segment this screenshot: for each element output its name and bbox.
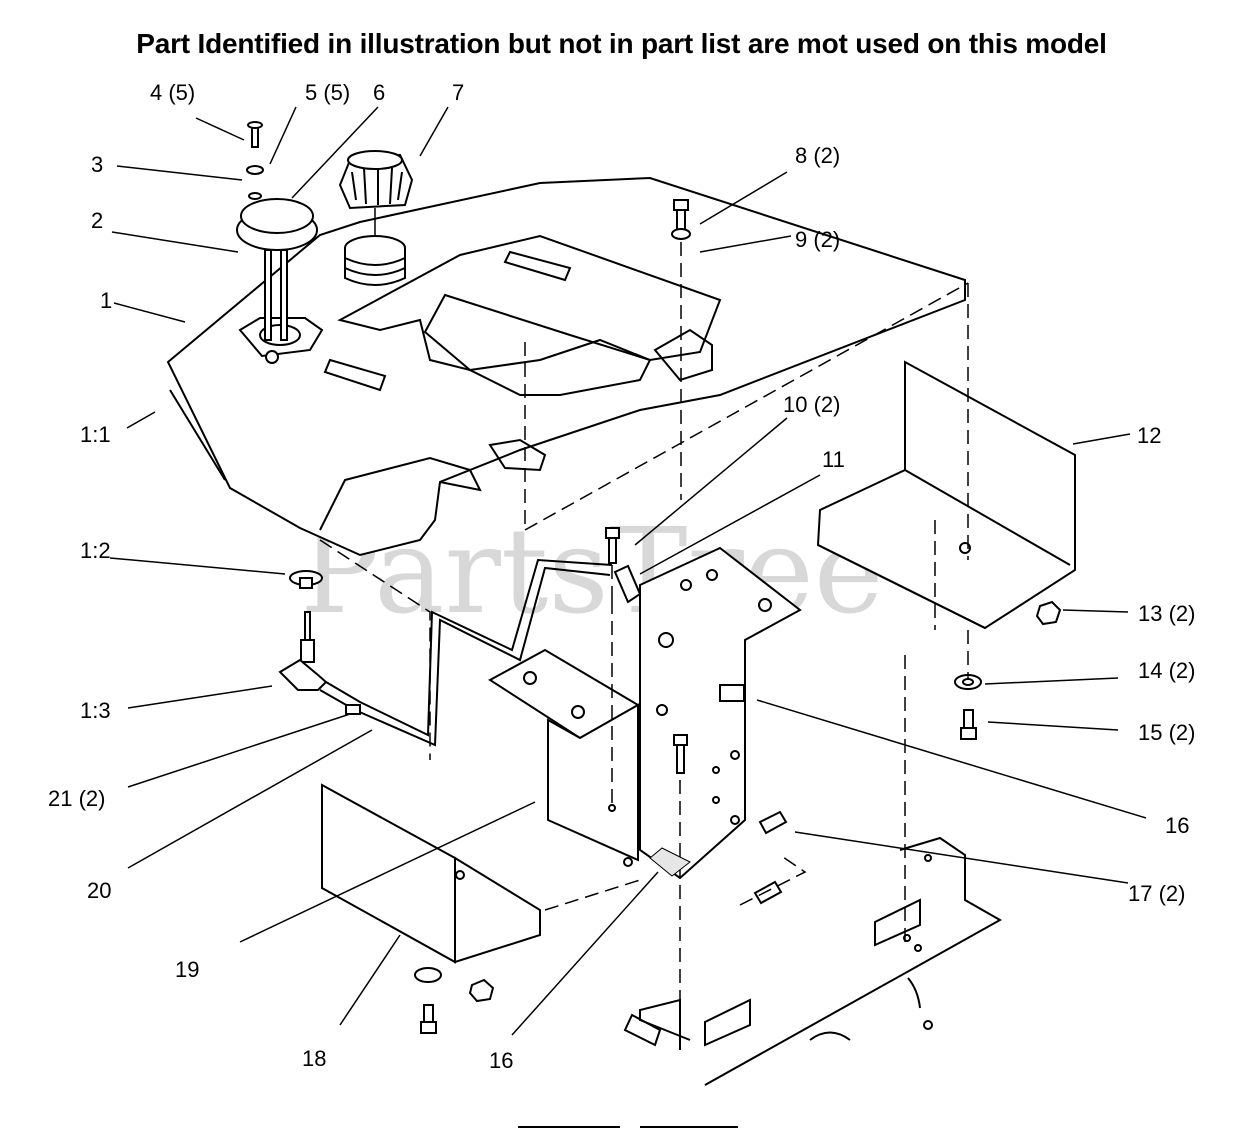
callout-13: 13 (2) [1138, 601, 1195, 626]
callout-20: 20 [87, 878, 111, 903]
callout-1-2: 1:2 [80, 538, 111, 563]
fuel-line-20 [319, 558, 613, 747]
callout-12: 12 [1137, 423, 1161, 448]
callout-18: 18 [302, 1046, 326, 1071]
nut-13 [1035, 600, 1062, 626]
callout-9: 9 (2) [795, 227, 840, 252]
clip-16 [649, 847, 691, 877]
heat-shield-12 [816, 283, 1076, 630]
bolt-10 [605, 527, 642, 604]
bracket-19 [488, 648, 640, 867]
page-title: Part Identified in illustration but not … [136, 28, 1107, 59]
callout-1: 1 [100, 288, 112, 313]
assembly-outline [319, 282, 969, 942]
callout-3: 3 [91, 152, 103, 177]
callout-4: 4 (5) [150, 80, 195, 105]
callout-2: 2 [91, 208, 103, 233]
bolt-bracket [611, 600, 688, 1050]
frame [623, 836, 1003, 1086]
callout-15: 15 (2) [1138, 720, 1195, 745]
callout-10: 10 (2) [783, 392, 840, 417]
heat-shield-18 [321, 783, 541, 964]
callout-7: 7 [452, 80, 464, 105]
callout-5: 5 (5) [305, 80, 350, 105]
callout-14: 14 (2) [1138, 658, 1195, 683]
mounting-bracket-11 [639, 546, 802, 880]
callout-6: 6 [373, 80, 385, 105]
callout-16-right: 16 [1165, 813, 1189, 838]
bolt-17 [753, 810, 788, 905]
leader-lines [109, 106, 1147, 1036]
washer-bolt-14-15 [954, 630, 982, 740]
callout-16-bottom: 16 [489, 1048, 513, 1073]
sending-unit [236, 198, 318, 364]
fuel-cap [338, 150, 414, 286]
callout-17: 17 (2) [1128, 881, 1185, 906]
callout-labels: 4 (5) 5 (5) 6 7 3 2 1 1:1 8 (2) 9 (2) 10… [48, 80, 1195, 1073]
callout-19: 19 [175, 957, 199, 982]
washer-bolt-lower [414, 967, 495, 1034]
callout-21: 21 (2) [48, 786, 105, 811]
screw-washer-stack [246, 121, 264, 200]
callout-8: 8 (2) [795, 143, 840, 168]
callout-1-1: 1:1 [80, 422, 111, 447]
grommet-fitting [278, 570, 328, 691]
bolt-washer-8-9 [671, 199, 691, 500]
callout-1-3: 1:3 [80, 698, 111, 723]
callout-11: 11 [822, 447, 845, 472]
